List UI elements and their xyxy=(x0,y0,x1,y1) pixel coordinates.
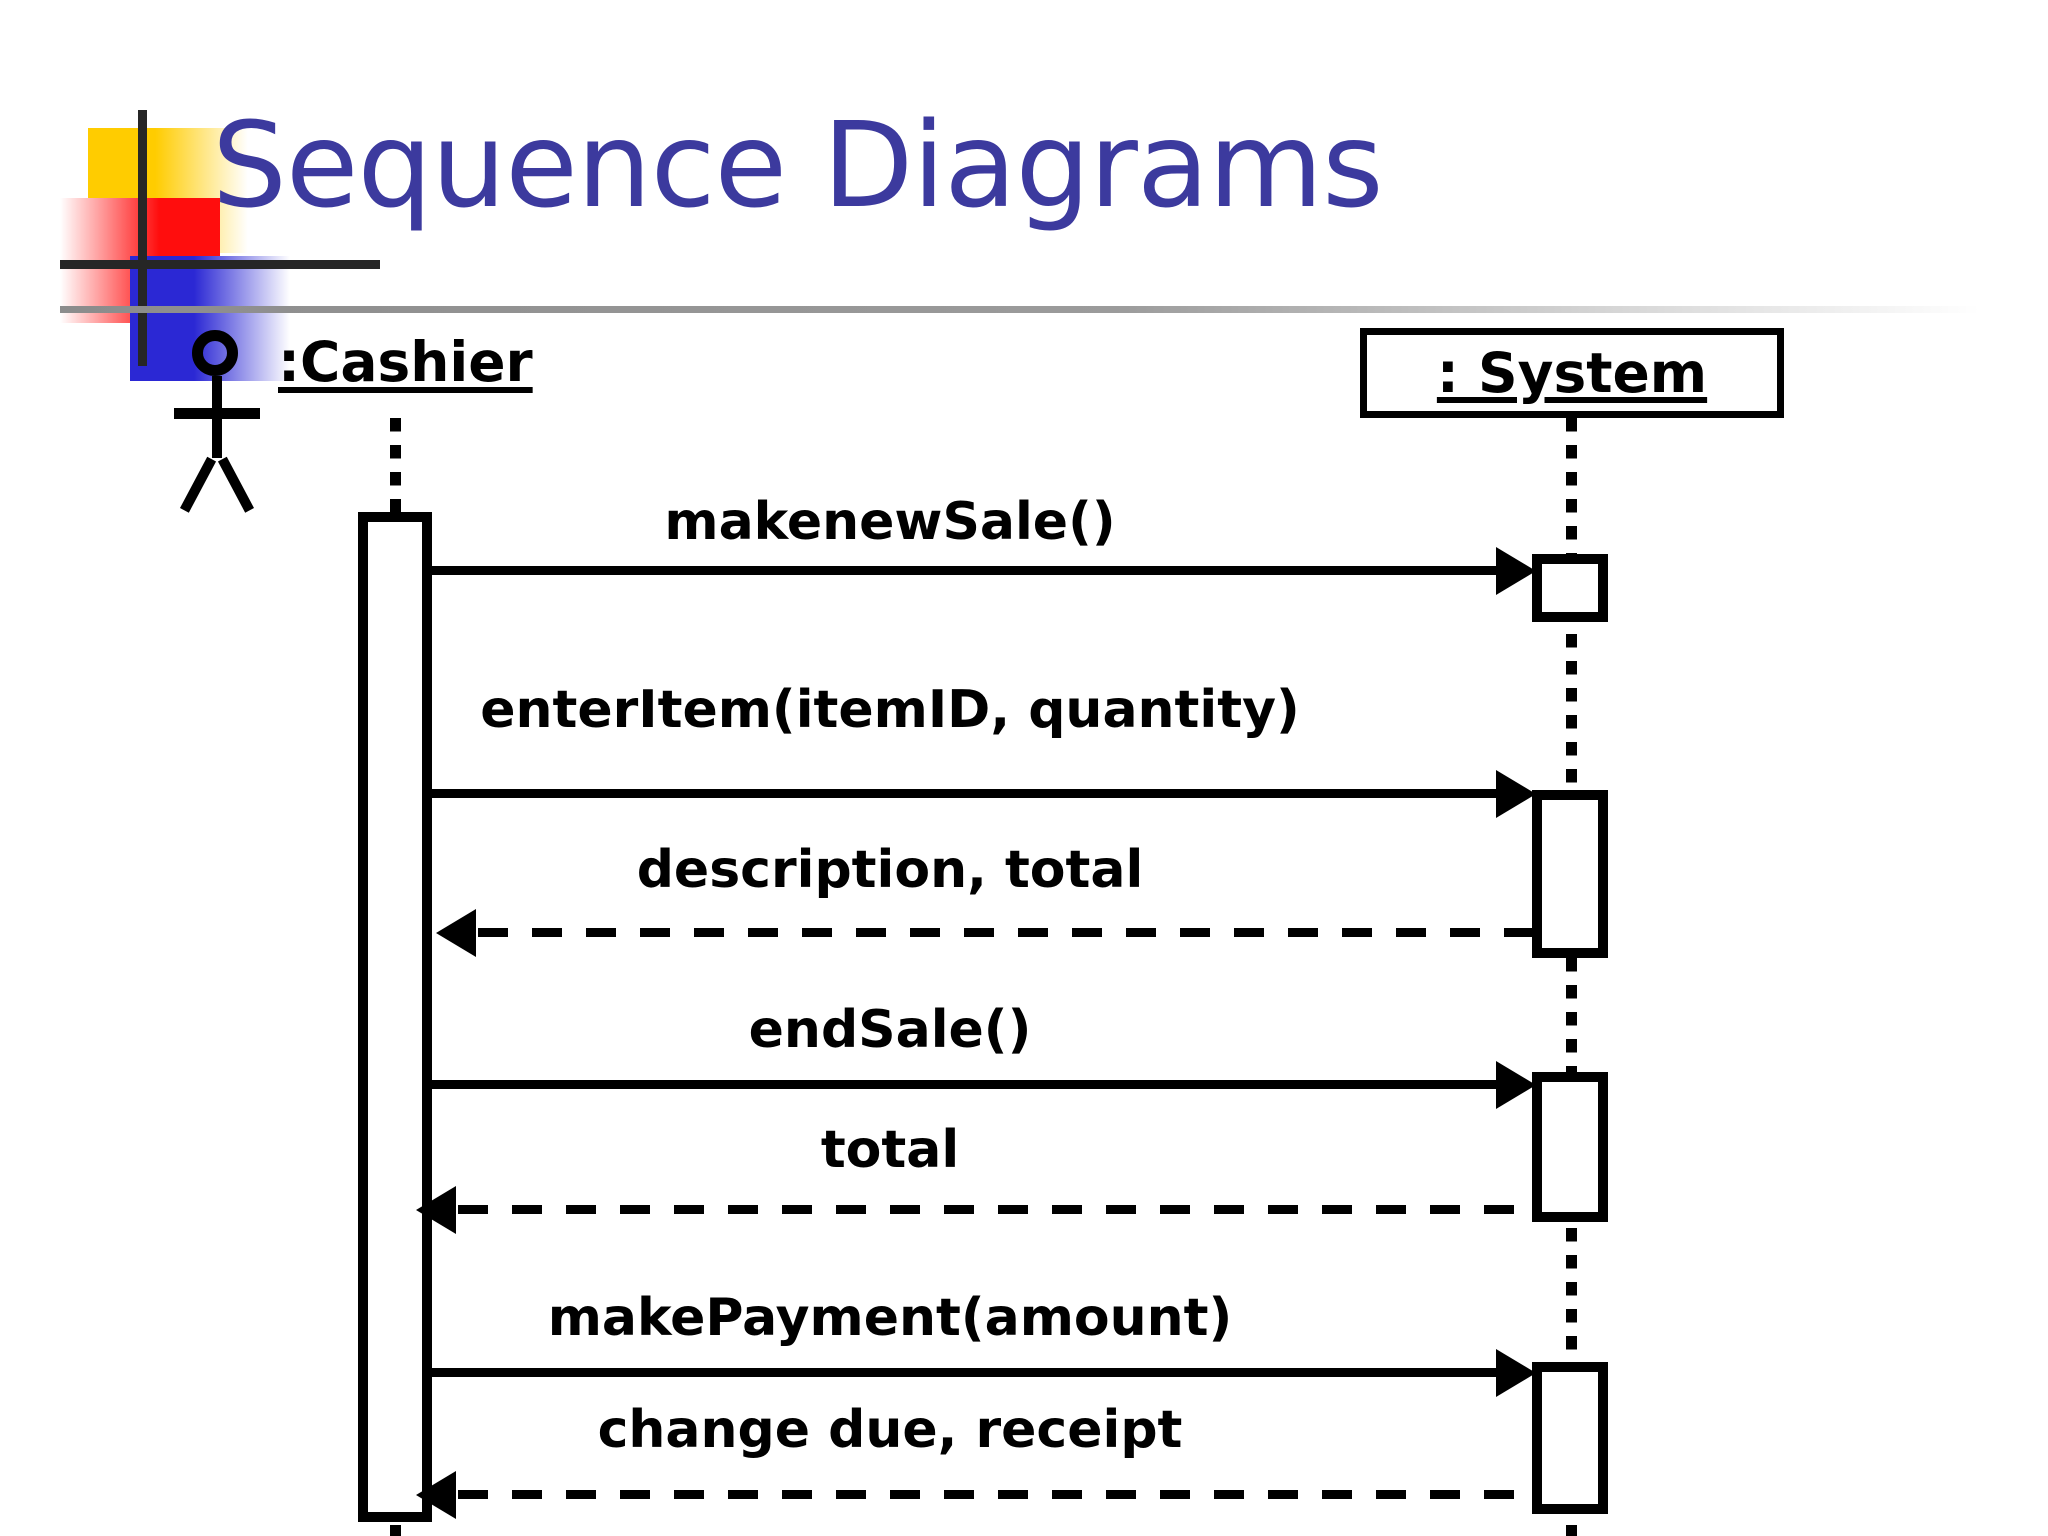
activation-bar-cashier xyxy=(358,512,432,1522)
message-line-6 xyxy=(432,1368,1510,1377)
title-divider-rule xyxy=(60,306,1980,313)
actor-leg-left xyxy=(180,456,217,513)
message-line-2 xyxy=(432,789,1510,798)
activation-bar-system-2 xyxy=(1532,790,1608,958)
crosshair-vertical-line xyxy=(138,110,147,366)
message-label-5: total xyxy=(820,1120,960,1180)
participant-label-system: : System xyxy=(1436,341,1708,405)
actor-leg-right xyxy=(217,456,254,513)
message-arrowhead-1 xyxy=(1496,547,1536,595)
message-arrowhead-7 xyxy=(416,1471,456,1519)
activation-bar-system-1 xyxy=(1532,554,1608,622)
message-line-7 xyxy=(458,1490,1538,1499)
actor-arms xyxy=(174,408,260,419)
message-line-1 xyxy=(432,566,1510,575)
message-label-6: makePayment(amount) xyxy=(547,1288,1233,1348)
stick-figure-actor-icon xyxy=(168,330,268,513)
message-line-5 xyxy=(458,1205,1538,1214)
message-label-2: enterItem(itemID, quantity) xyxy=(480,680,1300,740)
message-arrowhead-3 xyxy=(436,909,476,957)
lifeline-system xyxy=(1566,418,1577,1536)
decorative-logo xyxy=(60,110,380,381)
message-line-4 xyxy=(432,1080,1510,1089)
message-label-7: change due, receipt xyxy=(597,1400,1183,1460)
actor-head xyxy=(192,330,238,376)
message-line-3 xyxy=(478,928,1538,937)
page-title: Sequence Diagrams xyxy=(212,96,1384,234)
crosshair-horizontal-line xyxy=(60,260,380,269)
message-arrowhead-4 xyxy=(1496,1061,1536,1109)
activation-bar-system-4 xyxy=(1532,1362,1608,1514)
message-label-4: endSale() xyxy=(748,1000,1032,1060)
message-arrowhead-5 xyxy=(416,1186,456,1234)
activation-bar-system-3 xyxy=(1532,1072,1608,1222)
message-arrowhead-6 xyxy=(1496,1349,1536,1397)
participant-label-cashier: :Cashier xyxy=(278,330,533,394)
message-label-1: makenewSale() xyxy=(664,492,1116,552)
message-arrowhead-2 xyxy=(1496,770,1536,818)
participant-box-system: : System xyxy=(1360,328,1784,418)
message-label-3: description, total xyxy=(636,840,1144,900)
